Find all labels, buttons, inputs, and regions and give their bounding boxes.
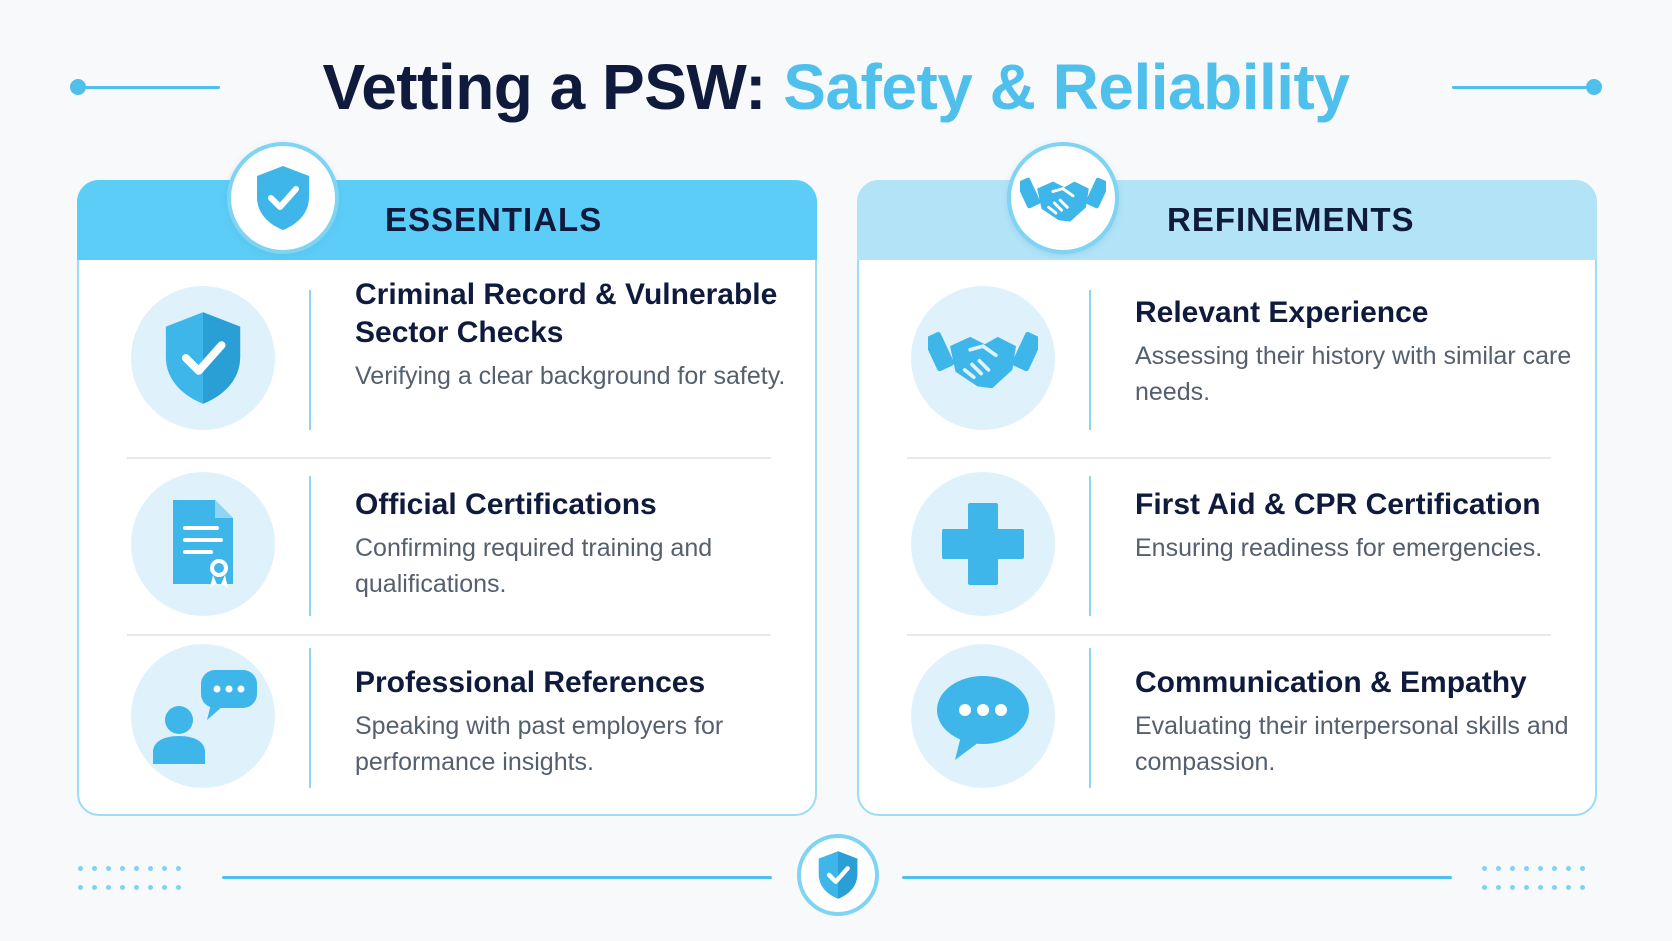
item-icon-circle	[911, 472, 1055, 616]
title-right-dot	[1586, 79, 1602, 95]
item-separator	[127, 457, 771, 459]
item-desc: Assessing their history with similar car…	[1135, 342, 1572, 406]
item-title: First Aid & CPR Certification	[1135, 488, 1541, 521]
medical-cross-icon	[942, 503, 1024, 585]
item-divider	[1089, 476, 1091, 616]
footer-line-left	[222, 876, 772, 879]
shield-check-icon	[165, 312, 241, 404]
title-accent: Safety & Reliability	[783, 51, 1350, 123]
certificate-document-icon	[173, 500, 233, 589]
shield-check-icon	[818, 851, 858, 899]
refinements-item-first-aid: First Aid & CPR Certification Ensuring r…	[859, 460, 1599, 635]
essentials-item-criminal-record: Criminal Record & Vulnerable Sector Chec…	[79, 276, 819, 451]
footer-line-right	[902, 876, 1452, 879]
chat-bubble-icon	[937, 676, 1029, 760]
essentials-panel: ESSENTIALS Criminal Record & Vulnerable …	[77, 142, 819, 816]
item-desc: Confirming required training and qualifi…	[355, 534, 713, 598]
title-right-line	[1452, 86, 1594, 89]
item-divider	[1089, 290, 1091, 430]
item-icon-circle	[911, 644, 1055, 788]
item-title: Communication & Empathy	[1135, 666, 1527, 699]
handshake-icon	[1020, 177, 1106, 222]
item-divider	[309, 290, 311, 430]
item-icon-circle	[911, 286, 1055, 430]
title-row: Vetting a PSW: Safety & Reliability	[0, 42, 1672, 132]
essentials-item-certifications: Official Certifications Confirming requi…	[79, 460, 819, 635]
item-separator	[127, 634, 771, 636]
title-main: Vetting a PSW:	[322, 51, 767, 123]
essentials-badge	[227, 142, 339, 254]
item-divider	[1089, 648, 1091, 788]
item-text: Relevant Experience Assessing their hist…	[1135, 294, 1575, 410]
item-icon-circle	[131, 286, 275, 430]
item-text: First Aid & CPR Certification Ensuring r…	[1135, 486, 1575, 566]
item-title: Official Certifications	[355, 488, 657, 521]
item-desc: Speaking with past employers for perform…	[355, 712, 724, 776]
essentials-header: ESSENTIALS	[77, 142, 817, 260]
item-text: Communication & Empathy Evaluating their…	[1135, 664, 1575, 780]
person-speech-bubble-icon	[153, 670, 257, 764]
item-icon-circle	[131, 472, 275, 616]
item-title: Relevant Experience	[1135, 296, 1429, 329]
essentials-label: ESSENTIALS	[385, 201, 603, 238]
refinements-label: REFINEMENTS	[1167, 201, 1415, 238]
item-separator	[907, 634, 1551, 636]
item-divider	[309, 648, 311, 788]
shield-check-icon	[257, 166, 309, 230]
page-title: Vetting a PSW: Safety & Reliability	[323, 50, 1350, 124]
refinements-item-communication: Communication & Empathy Evaluating their…	[859, 636, 1599, 811]
refinements-panel: REFINEMENTS Relevant Experience Assessin…	[857, 142, 1599, 816]
refinements-item-experience: Relevant Experience Assessing their hist…	[859, 276, 1599, 451]
item-icon-circle	[131, 644, 275, 788]
item-separator	[907, 457, 1551, 459]
handshake-icon	[928, 331, 1038, 389]
item-desc: Ensuring readiness for emergencies.	[1135, 534, 1543, 562]
item-divider	[309, 476, 311, 616]
item-text: Official Certifications Confirming requi…	[355, 486, 795, 602]
item-desc: Evaluating their interpersonal skills an…	[1135, 712, 1569, 776]
essentials-item-references: Professional References Speaking with pa…	[79, 636, 819, 811]
refinements-badge	[1007, 142, 1119, 254]
item-text: Professional References Speaking with pa…	[355, 664, 795, 780]
refinements-header: REFINEMENTS	[857, 142, 1597, 260]
item-text: Criminal Record & Vulnerable Sector Chec…	[355, 276, 795, 394]
item-title: Professional References	[355, 666, 706, 699]
item-title: Criminal Record & Vulnerable Sector Chec…	[355, 278, 778, 349]
title-left-line	[78, 86, 220, 89]
item-desc: Verifying a clear background for safety.	[355, 362, 786, 390]
footer-dots-right	[1482, 866, 1594, 890]
footer-badge	[797, 834, 879, 916]
footer-dots-left	[78, 866, 190, 890]
